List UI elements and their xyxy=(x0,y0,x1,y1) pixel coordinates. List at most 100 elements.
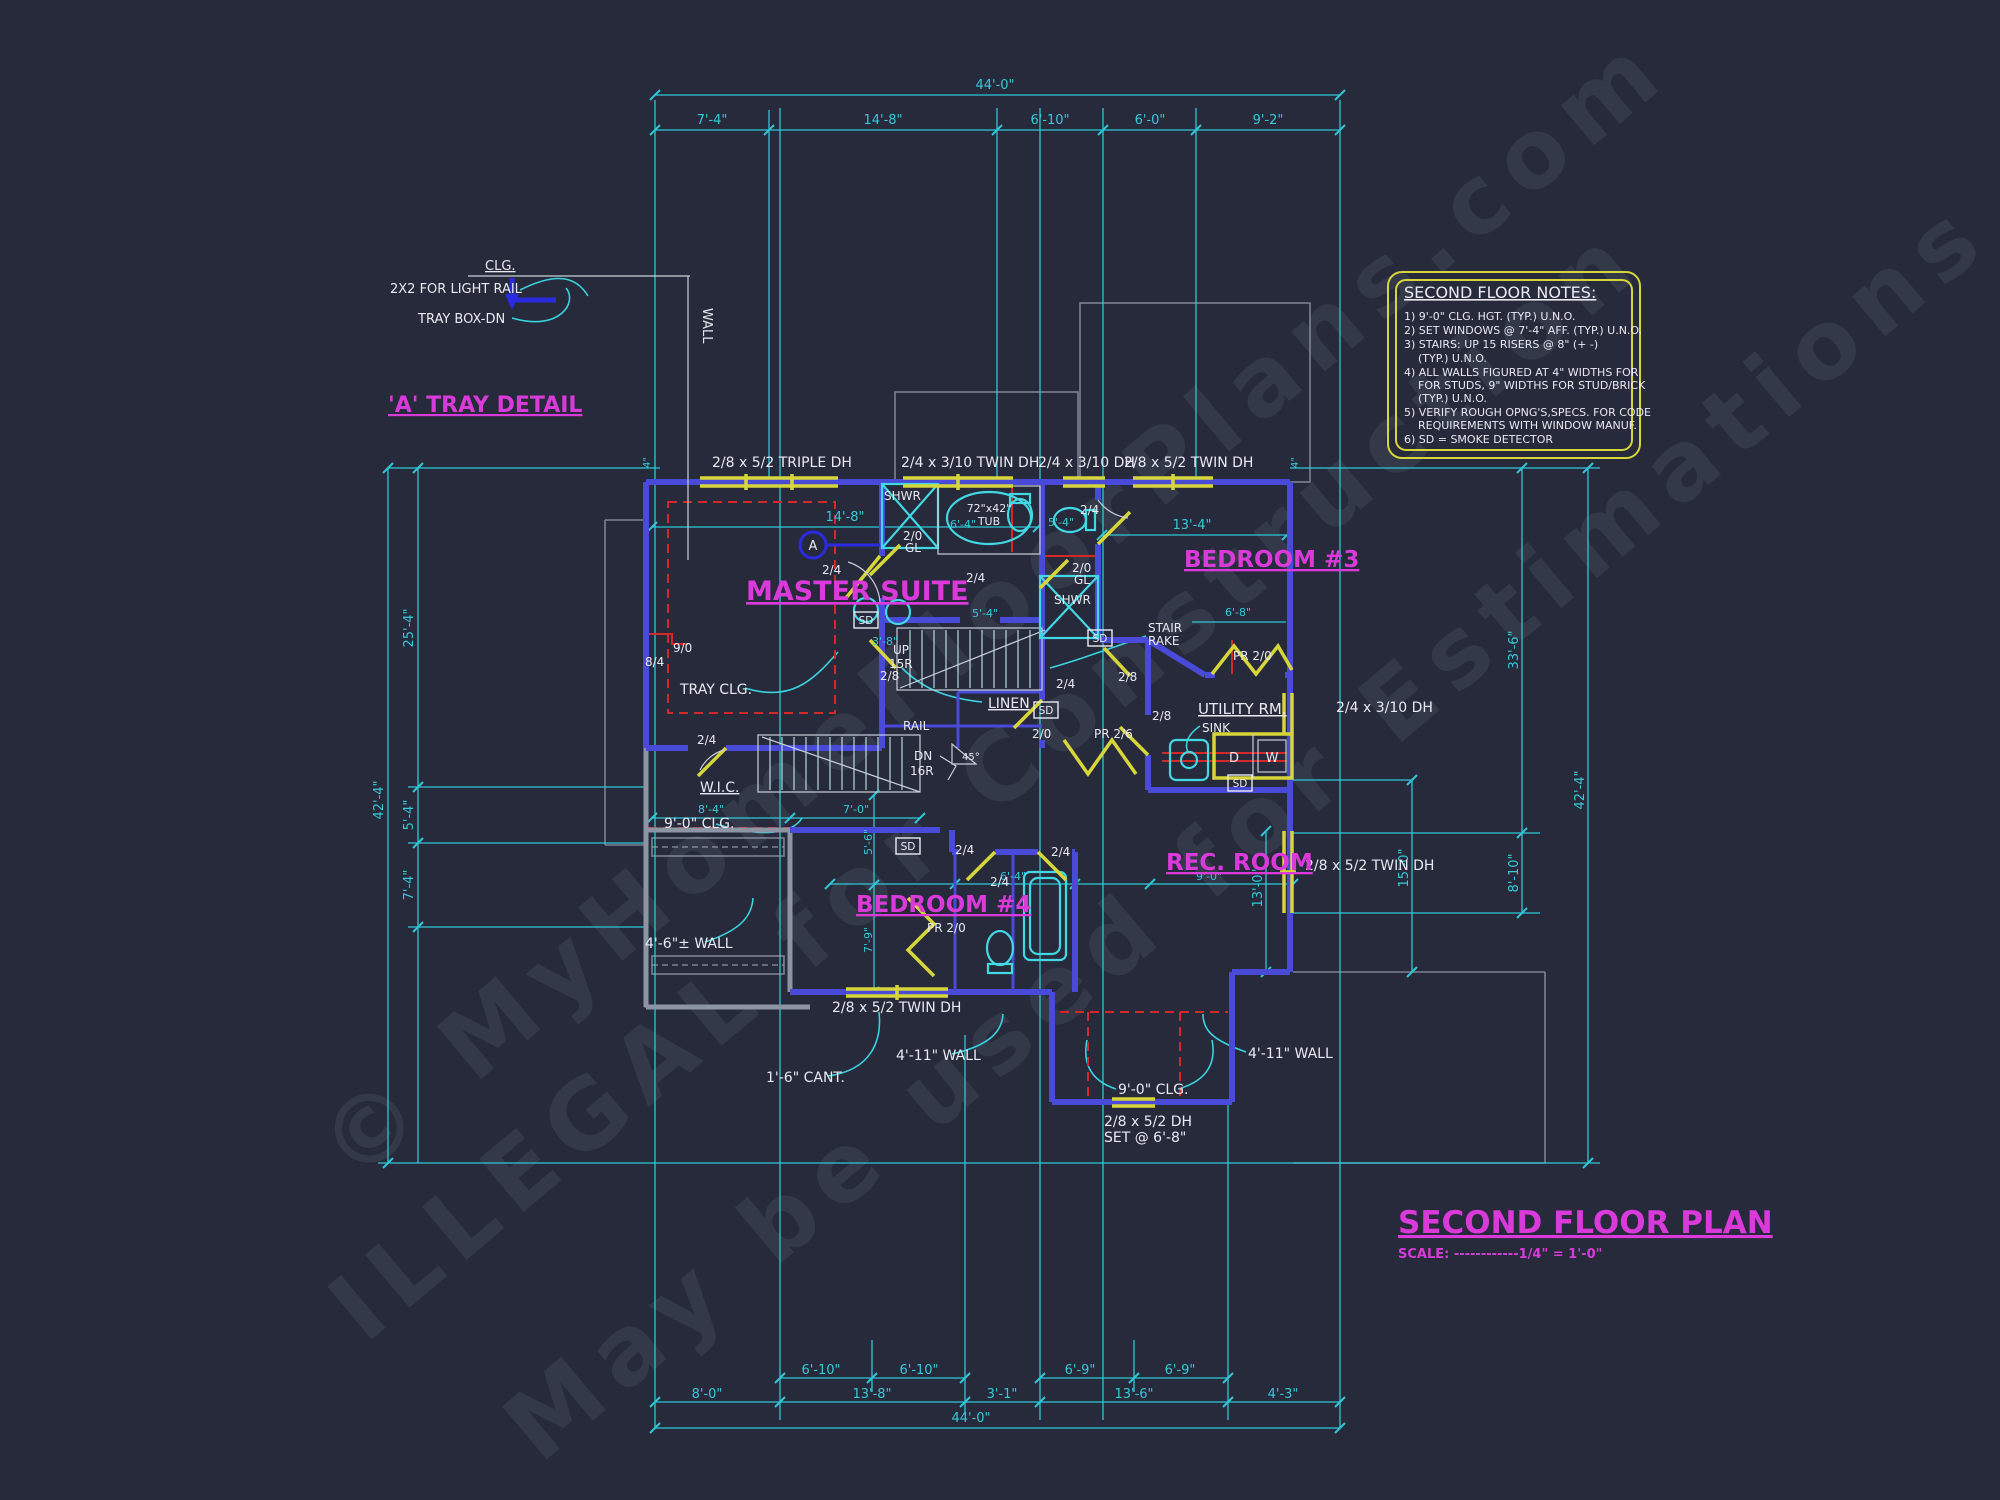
annotation-label: CLG. xyxy=(485,259,516,274)
dimension-label: 5'-4" xyxy=(1048,516,1074,529)
annotation-label: 2/4 xyxy=(1080,503,1099,517)
dimension-label: 6'-9" xyxy=(1165,1363,1196,1378)
annotation-label: 9'-0" CLG. xyxy=(1118,1082,1188,1098)
annotation-label: 2/4 xyxy=(822,563,841,577)
annotation-label: REQUIREMENTS WITH WINDOW MANUF. xyxy=(1418,419,1637,432)
dimension-label: 5'-4" xyxy=(402,800,417,831)
annotation-label: SECOND FLOOR NOTES: xyxy=(1404,283,1596,302)
room-label: REC. ROOM xyxy=(1166,850,1313,876)
annotation-label: RAIL xyxy=(903,719,930,733)
annotation-label: 2/4 x 3/10 DH xyxy=(1038,455,1135,471)
dimension-label: 13'-0" xyxy=(1251,868,1266,907)
dimension-label: 9'-2" xyxy=(1253,113,1284,128)
dimension-label: 5'-4" xyxy=(972,607,998,620)
dimension-label: 33'-6" xyxy=(1507,630,1522,669)
annotation-label: 72"x42" xyxy=(967,502,1012,515)
room-label: BEDROOM #3 xyxy=(1184,547,1359,573)
annotation-label: TRAY BOX-DN xyxy=(417,312,505,327)
dimension-label: 8'-4" xyxy=(698,803,724,816)
dimension-label: 13'-8" xyxy=(852,1387,891,1402)
smoke-detector-boxes xyxy=(853,611,1253,855)
windows xyxy=(700,474,1296,1108)
title-label: SCALE: ------------1/4" = 1'-0" xyxy=(1398,1247,1602,1262)
annotation-label: 2/4 xyxy=(1056,677,1075,691)
annotation-label: D xyxy=(1229,751,1239,766)
annotation-label: FOR STUDS, 9" WIDTHS FOR STUD/BRICK xyxy=(1418,379,1646,392)
dimension-label: 6'-10" xyxy=(1030,113,1069,128)
annotation-label: TUB xyxy=(977,515,1000,528)
annotation-label: 2/8 x 5/2 TRIPLE DH xyxy=(712,455,852,471)
annotation-label: 4'-11" WALL xyxy=(1248,1046,1333,1062)
dimension-label: 6'-10" xyxy=(801,1363,840,1378)
dimension-label: 3'-1" xyxy=(987,1387,1018,1402)
annotation-label: 16R xyxy=(910,764,934,778)
annotation-label: SHWR xyxy=(884,489,921,503)
annotation-label: UP xyxy=(893,643,909,657)
room-label: BEDROOM #4 xyxy=(856,892,1031,918)
annotation-label: 2/8 x 5/2 TWIN DH xyxy=(1124,455,1253,471)
annotation-label: UTILITY RM. xyxy=(1198,700,1287,718)
annotation-label: 2/4 xyxy=(955,843,974,857)
dimension-label: 7'-9" xyxy=(862,927,875,953)
dimension-label: 14'-8" xyxy=(825,510,864,525)
annotation-label: GL xyxy=(1074,573,1090,587)
annotation-label: 2/4 xyxy=(966,571,985,585)
dimension-label: 3'-8" xyxy=(872,635,898,648)
annotation-label: SD xyxy=(1039,705,1054,717)
annotation-label: SET @ 6'-8" xyxy=(1104,1130,1186,1146)
washer-dryer xyxy=(1212,732,1294,780)
annotation-label: 9'-0" CLG. xyxy=(664,816,734,832)
annotation-label: 15R xyxy=(889,657,913,671)
dimension-label: 44'-0" xyxy=(975,78,1014,93)
dimension-label: 44'-0" xyxy=(951,1411,990,1426)
annotation-label: 2/8 x 5/2 TWIN DH xyxy=(832,1000,961,1016)
annotation-label: A xyxy=(809,539,818,554)
annotation-label: 3) STAIRS: UP 15 RISERS @ 8" (+ -) xyxy=(1404,338,1598,351)
stairs xyxy=(757,627,1046,793)
annotation-label: WALL xyxy=(699,308,714,344)
dimension-label: 4'-3" xyxy=(1268,1387,1299,1402)
dimension-label: 42'-4" xyxy=(1573,770,1588,809)
annotation-label: 2/4 x 3/10 DH xyxy=(1336,700,1433,716)
annotation-label: 2/0 xyxy=(1072,561,1091,575)
annotation-label: TRAY CLG. xyxy=(679,682,752,698)
dimension-label: 4" xyxy=(642,457,653,468)
annotation-label: 2/8 xyxy=(880,669,899,683)
dimension-labels: 44'-0"7'-4"14'-8"6'-10"6'-0"9'-2"6'-10"6… xyxy=(372,78,1588,1426)
annotation-label: RAKE xyxy=(1148,634,1180,648)
dimension-label: 9'-0" xyxy=(1196,870,1222,883)
annotation-label: SHWR xyxy=(1054,593,1091,607)
annotation-label: PR 2/0 xyxy=(927,921,966,935)
dimension-label: 8'-0" xyxy=(692,1387,723,1402)
annotation-label: SD xyxy=(1233,778,1248,790)
annotation-label: 2/4 x 3/10 TWIN DH xyxy=(901,455,1039,471)
annotation-label: SD xyxy=(859,615,874,627)
annotation-label: 9/0 xyxy=(673,641,692,655)
dimension-label: 4" xyxy=(1290,457,1301,468)
annotation-label: 2/4 xyxy=(697,733,716,747)
annotation-label: DN xyxy=(914,749,932,763)
annotation-label: STAIR xyxy=(1148,621,1182,635)
annotation-label: LINEN xyxy=(988,696,1030,712)
annotation-label: 45° xyxy=(962,752,980,763)
dimension-label: 13'-4" xyxy=(1172,518,1211,533)
annotation-label: 2/8 x 5/2 DH xyxy=(1104,1114,1192,1130)
annotation-label: 4'-6"± WALL xyxy=(645,936,733,952)
annotation-label: 6) SD = SMOKE DETECTOR xyxy=(1404,433,1553,446)
annotation-label: W.I.C. xyxy=(700,780,740,796)
annotation-label: 1) 9'-0" CLG. HGT. (TYP.) U.N.O. xyxy=(1404,310,1575,323)
dimension-label: 7'-4" xyxy=(697,113,728,128)
dimension-label: 6'-8" xyxy=(1225,606,1251,619)
dimension-label: 14'-8" xyxy=(863,113,902,128)
dimension-label: 25'-4" xyxy=(402,608,417,647)
annotation-label: 2/8 x 5/2 TWIN DH xyxy=(1305,858,1434,874)
dimension-label: 7'-0" xyxy=(843,803,869,816)
annotation-label: 8/4 xyxy=(645,655,664,669)
annotation-label: 2/0 xyxy=(903,529,922,543)
